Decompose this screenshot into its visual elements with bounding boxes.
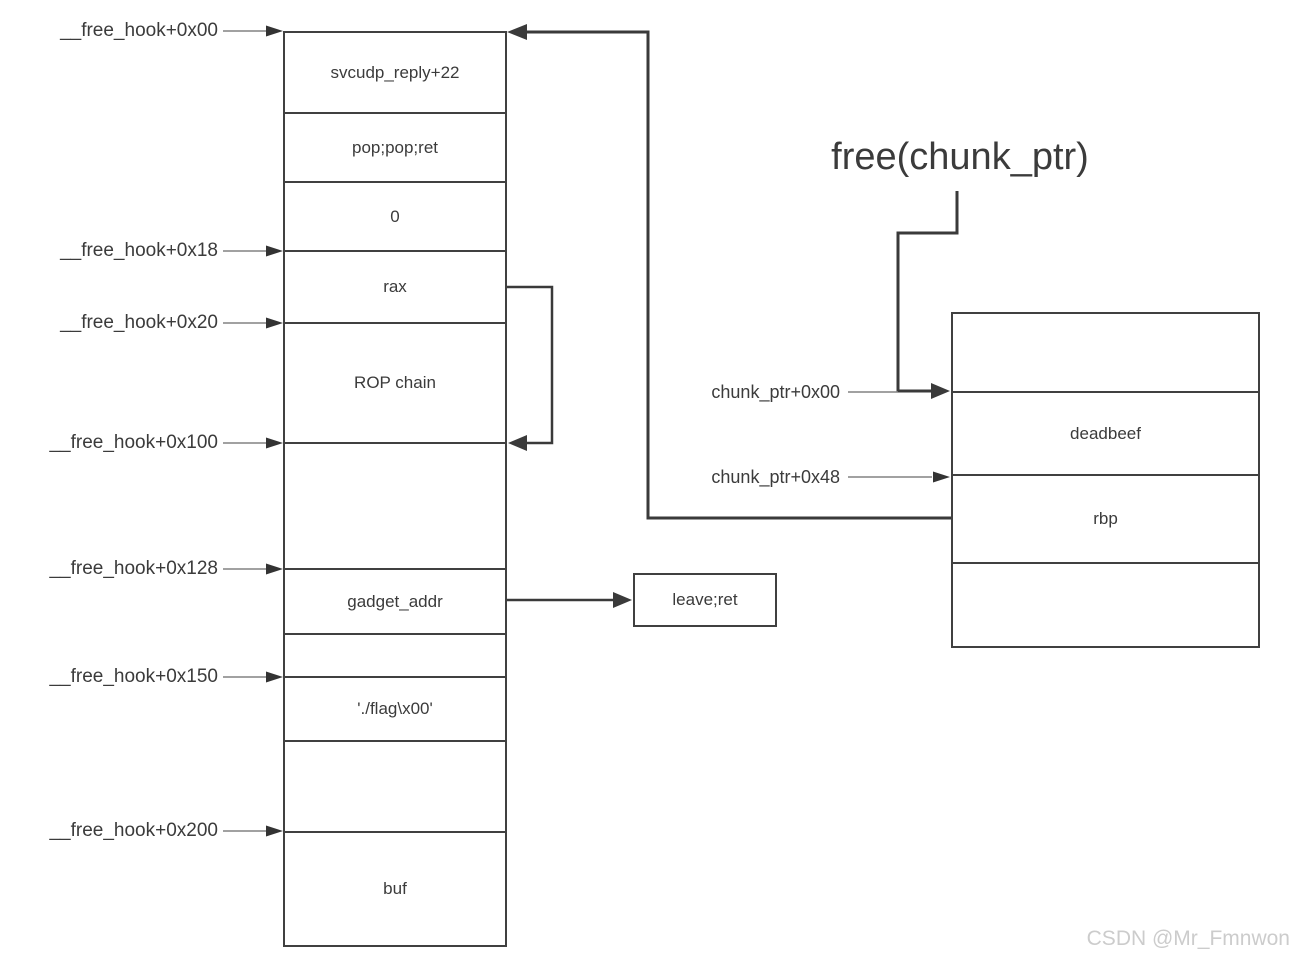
rbp-to-stack-top-arrow [507, 24, 951, 520]
leave-ret-gadget-box: leave;ret [633, 573, 777, 627]
chunk-ptr-leader-arrows [848, 391, 950, 483]
free-call-to-chunk-arrow [896, 191, 959, 399]
chunk-ptr-offset-label-0x00: chunk_ptr+0x00 [711, 382, 840, 402]
chunk-cell-empty-bottom [953, 564, 1258, 646]
free-hook-offset-label-0x128: __free_hook+0x128 [49, 558, 218, 579]
free-hook-offset-label-0x200: __free_hook+0x200 [49, 820, 218, 841]
stack-cell-svcudp-reply: svcudp_reply+22 [285, 33, 505, 114]
stack-cell-gadget-addr: gadget_addr [285, 570, 505, 635]
stack-cell-rax: rax [285, 252, 505, 324]
stack-cell-rop-chain: ROP chain [285, 324, 505, 444]
free-hook-offset-label-0x20: __free_hook+0x20 [60, 312, 218, 333]
chunk-cell-rbp: rbp [953, 476, 1258, 564]
stack-cell-empty-3 [285, 742, 505, 833]
chunk-box: deadbeef rbp [951, 312, 1260, 648]
stack-cell-flag-string: './flag\x00' [285, 678, 505, 742]
stack-cell-empty-1 [285, 444, 505, 570]
csdn-watermark: CSDN @Mr_Fmnwon [1086, 927, 1290, 950]
gadget-addr-to-leave-ret-arrow [507, 592, 632, 608]
free-hook-offset-label-0x00: __free_hook+0x00 [60, 20, 218, 41]
stack-cell-buf: buf [383, 879, 407, 898]
free-hook-offset-label-0x150: __free_hook+0x150 [49, 666, 218, 687]
chunk-cell-deadbeef: deadbeef [953, 393, 1258, 476]
chunk-ptr-offset-label-0x48: chunk_ptr+0x48 [711, 467, 840, 487]
free-hook-leader-arrowheads [266, 25, 283, 837]
free-call-title: free(chunk_ptr) [831, 136, 1089, 178]
free-hook-stack-box: svcudp_reply+22 pop;pop;ret 0 rax ROP ch… [283, 31, 507, 947]
stack-cell-empty-2 [285, 635, 505, 678]
rax-loop-arrow [507, 285, 554, 451]
free-hook-offset-label-0x18: __free_hook+0x18 [60, 240, 218, 261]
chunk-cell-empty-top [953, 314, 1258, 393]
stack-cell-zero: 0 [285, 183, 505, 252]
stack-cell-pop-pop-ret: pop;pop;ret [285, 114, 505, 183]
free-hook-offset-label-0x100: __free_hook+0x100 [49, 432, 218, 453]
free-hook-leader-arrows [223, 30, 268, 832]
